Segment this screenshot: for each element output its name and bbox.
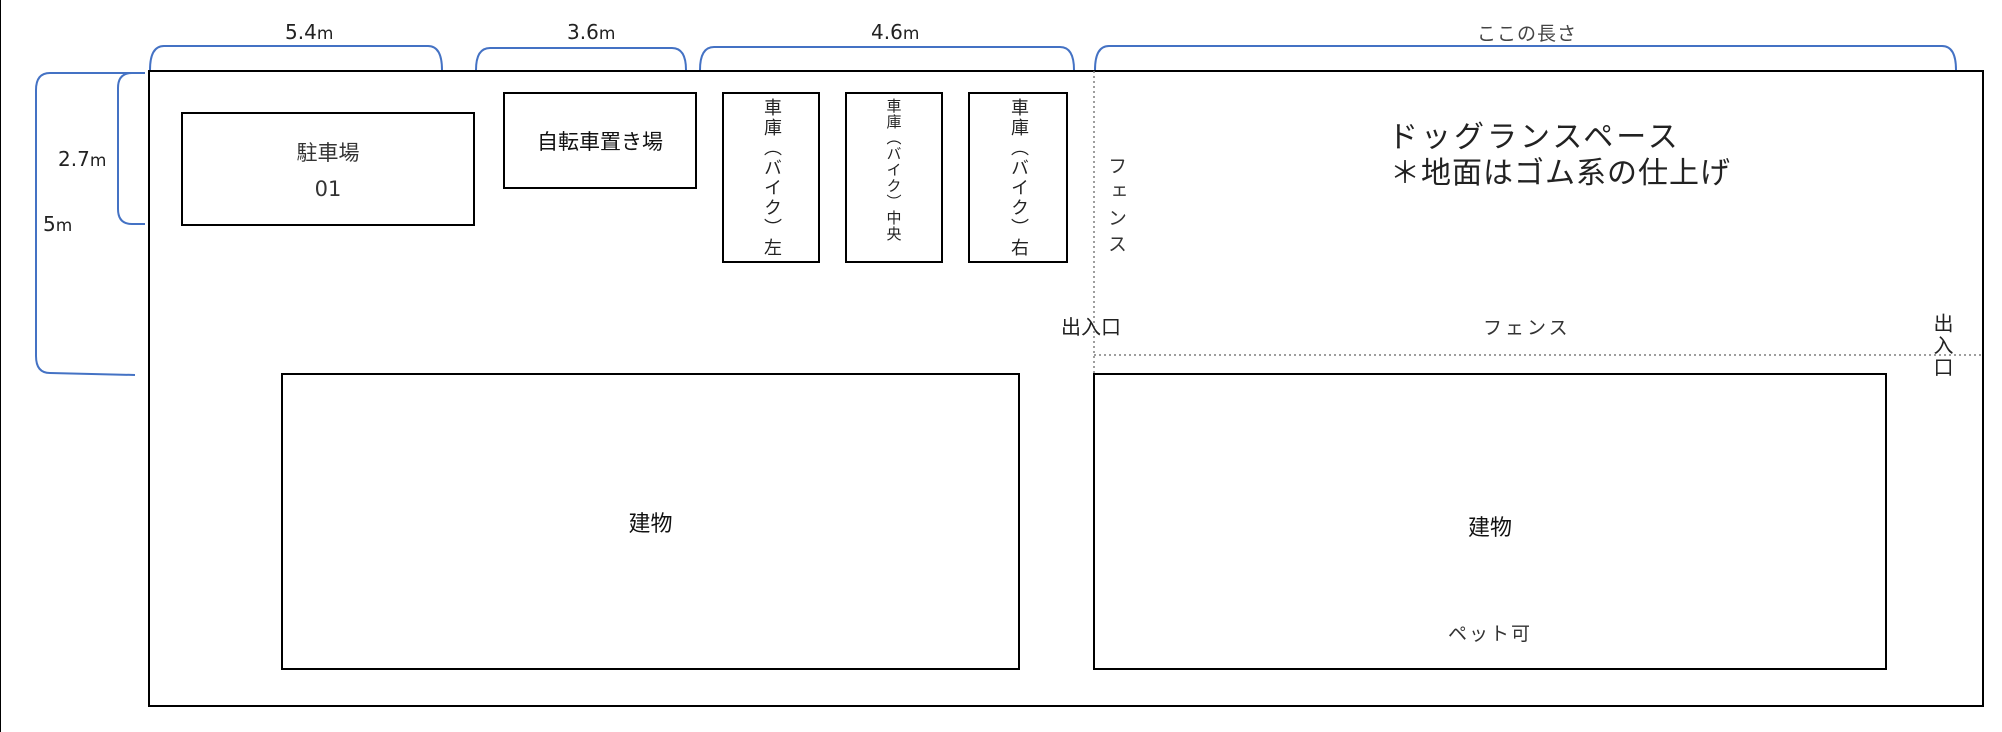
building-right-label: 建物 (1467, 516, 1512, 541)
bracket-garages-width (699, 46, 1075, 71)
dim-label-parking: 5.4m (285, 20, 334, 44)
bracket-height-large (35, 72, 136, 376)
bracket-dogrun-width (1094, 45, 1957, 71)
bicycle-area: 自転車置き場 (503, 92, 697, 189)
entrance-center: 出入口 (1061, 315, 1121, 339)
parking-area: 駐車場 01 (181, 112, 475, 226)
dim-label-bicycle: 3.6m (567, 20, 616, 44)
dogrun-title: ドッグランスペース (1388, 120, 1681, 155)
building-right: 建物 ペット可 (1093, 373, 1887, 670)
bracket-bicycle-width (475, 47, 687, 71)
building-left: 建物 (281, 373, 1020, 670)
building-right-note: ペット可 (1447, 623, 1532, 645)
bicycle-label: 自転車置き場 (537, 129, 663, 154)
parking-label: 駐車場 (296, 141, 360, 165)
garage-right-label: 車庫（バイク）右 (1008, 98, 1029, 258)
site-boundary (148, 70, 1984, 707)
garage-left: 車庫（バイク）左 (722, 92, 820, 263)
garage-center: 車庫（バイク）中央 (845, 92, 943, 263)
dim-label-dogrun: ここの長さ (1477, 23, 1578, 45)
dim-label-height-large: 5m (43, 212, 73, 236)
garage-right: 車庫（バイク）右 (968, 92, 1068, 263)
fence-label-horizontal: フェンス (1483, 317, 1571, 339)
bracket-height-small (117, 72, 145, 225)
garage-left-label: 車庫（バイク）左 (761, 98, 782, 258)
garage-center-label: 車庫（バイク）中央 (884, 98, 903, 242)
dogrun-note: ＊地面はゴム系の仕上げ (1390, 156, 1731, 191)
parking-number: 01 (314, 177, 342, 201)
building-left-label: 建物 (628, 511, 673, 537)
dim-label-height-small: 2.7m (58, 147, 107, 171)
fence-label-vertical: フェンス (1105, 156, 1127, 260)
page-edge-line (0, 0, 1, 732)
entrance-right: 出入口 (1930, 313, 1954, 379)
dim-label-garages: 4.6m (871, 20, 920, 44)
bracket-parking-width (149, 45, 443, 71)
